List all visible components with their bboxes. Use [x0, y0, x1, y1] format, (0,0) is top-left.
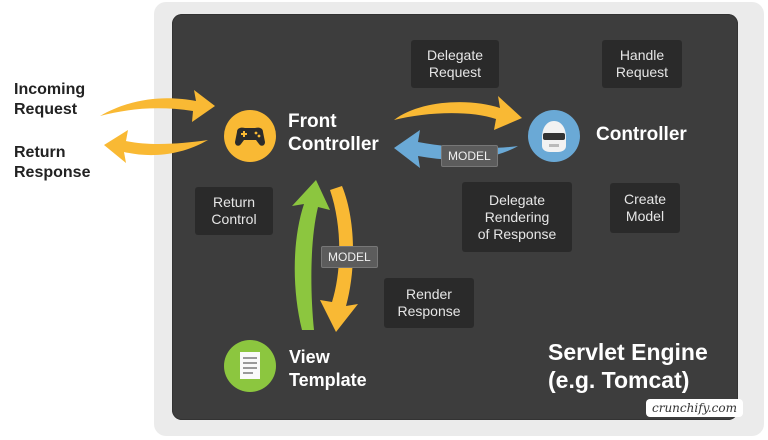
return-control-arrow: [292, 180, 330, 330]
delegate-request-arrow: [394, 96, 522, 130]
render-response-box: Render Response: [384, 278, 474, 328]
controller-label: Controller: [596, 124, 687, 145]
render-arrow: [320, 186, 358, 332]
logo-text: crunchify: [652, 401, 708, 415]
crunchify-logo: crunchify.com: [646, 399, 743, 417]
delegate-rendering-box: Delegate Rendering of Response: [462, 182, 572, 252]
front-controller-label: Front Controller: [288, 111, 379, 155]
delegate-request-box: Delegate Request: [411, 40, 499, 88]
incoming-request-arrow: [100, 90, 215, 122]
logo-suffix: .com: [707, 401, 737, 415]
return-response-arrow: [104, 130, 208, 163]
model-tag-horizontal: MODEL: [441, 145, 498, 167]
gamepad-icon: [224, 110, 276, 162]
servlet-engine-title: Servlet Engine (e.g. Tomcat): [548, 339, 708, 393]
create-model-box: Create Model: [610, 183, 680, 233]
return-control-box: Return Control: [195, 187, 273, 235]
incoming-request-label: Incoming Request: [14, 81, 86, 118]
robot-helmet-icon: [528, 110, 580, 162]
model-tag-vertical: MODEL: [321, 246, 378, 268]
document-icon: [224, 340, 276, 392]
handle-request-box: Handle Request: [602, 40, 682, 88]
view-template-label: View Template: [289, 347, 367, 390]
return-response-label: Return Response: [14, 144, 91, 181]
